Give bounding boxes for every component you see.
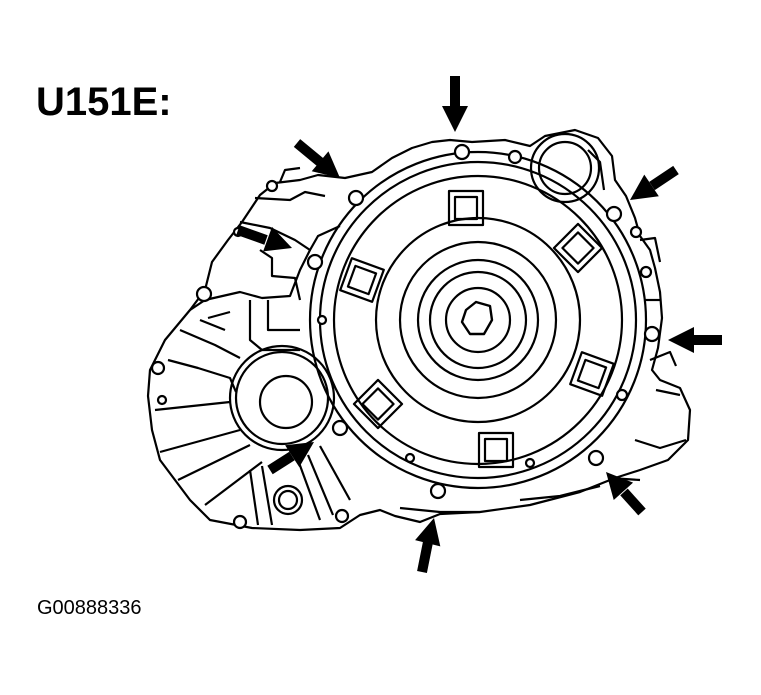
arrow-icon-right — [668, 327, 722, 353]
arrow-icon-upper-right — [622, 165, 679, 211]
arrow-icon-top — [442, 76, 468, 132]
figure-code: G00888336 — [37, 597, 142, 619]
bearing-boss — [228, 344, 336, 452]
arrow-icon-lower-left — [267, 431, 322, 475]
arrow-icon-bottom — [415, 514, 447, 573]
model-label: U151E: — [36, 80, 172, 124]
converter-housing-ring — [308, 150, 648, 490]
arrow-icon-left — [236, 225, 297, 261]
hex-bolt-icon — [460, 300, 494, 336]
bolt-hole-icon — [453, 143, 471, 161]
arrow-icon-lower-right — [596, 463, 646, 516]
arrow-icon-upper-left — [293, 139, 349, 188]
